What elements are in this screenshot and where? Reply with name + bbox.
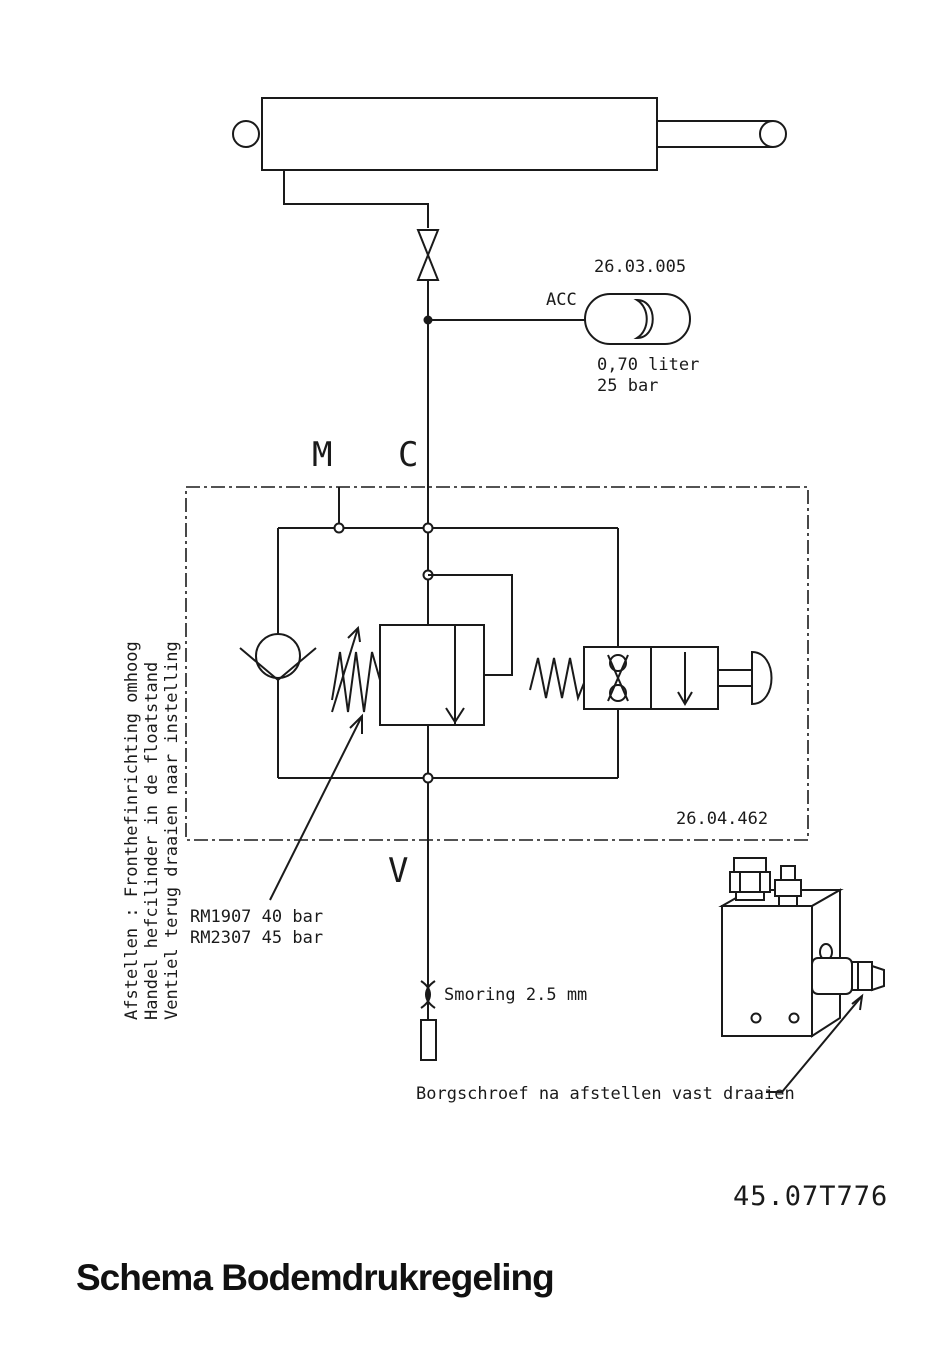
- rm1907-label: RM1907 40 bar: [190, 907, 323, 927]
- setting-pointer-line: [270, 716, 362, 900]
- valve-block-code: 26.04.462: [676, 809, 768, 829]
- directional-valve: [584, 647, 718, 709]
- setting-instruction-1: Afstellen : Fronthefinrichting omhoog: [122, 641, 142, 1020]
- shutoff-valve: [418, 230, 438, 280]
- push-button-icon: [718, 652, 772, 704]
- setting-instruction-2: Handel hefcilinder in de floatstand: [142, 662, 162, 1020]
- port-m-label: M: [312, 435, 332, 475]
- rm2307-label: RM2307 45 bar: [190, 928, 323, 948]
- restriction-label: Smoring 2.5 mm: [444, 985, 587, 1005]
- setting-instruction-3: Ventiel terug draaien naar instelling: [162, 641, 182, 1020]
- line-end-plug: [421, 1020, 436, 1060]
- drawing-number: 45.07T776: [733, 1181, 888, 1212]
- hydraulic-cylinder: [233, 98, 786, 170]
- cylinder-rod: [657, 121, 772, 147]
- page-title: Schema Bodemdrukregeling: [76, 1257, 554, 1298]
- cylinder-body: [262, 98, 657, 170]
- return-spring: [530, 658, 586, 698]
- cylinder-feed-line: [284, 170, 428, 228]
- port-m-junction: [335, 524, 344, 533]
- accumulator-pressure: 25 bar: [597, 376, 658, 396]
- port-c-junction: [424, 524, 433, 533]
- accumulator-label: ACC: [546, 290, 577, 310]
- cylinder-mount-right: [760, 121, 786, 147]
- adjustable-spring: [332, 628, 380, 712]
- check-valve: [240, 634, 316, 680]
- lock-screw-note: Borgschroef na afstellen vast draaien: [416, 1084, 795, 1104]
- port-c-label: C: [398, 435, 418, 475]
- accumulator-code: 26.03.005: [594, 257, 686, 277]
- setting-pointer-arrowhead: [350, 716, 362, 734]
- port-v-label: V: [388, 851, 408, 891]
- accumulator: [585, 294, 690, 344]
- cylinder-mount-left: [233, 121, 259, 147]
- setting-instructions: Afstellen : Fronthefinrichting omhoog Ha…: [122, 641, 182, 1020]
- accumulator-volume: 0,70 liter: [597, 355, 699, 375]
- port-v-junction: [424, 774, 433, 783]
- pressure-valve: [380, 625, 484, 725]
